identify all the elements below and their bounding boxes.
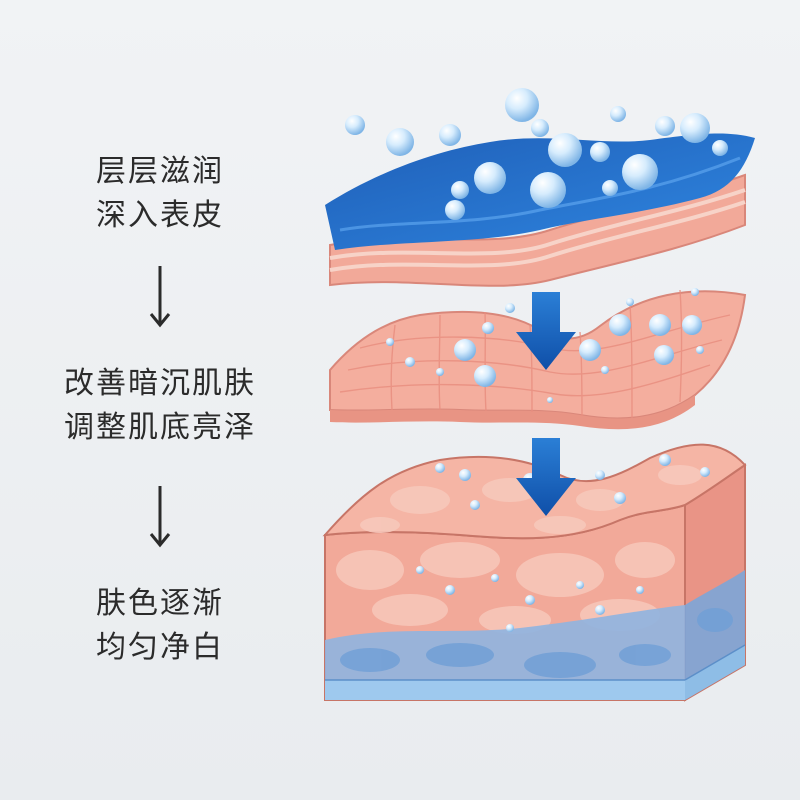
moisture-droplets-top	[345, 88, 728, 220]
moisture-droplets-middle	[386, 288, 704, 403]
step-even-tone: 肤色逐渐 均匀净白	[40, 582, 280, 670]
blue-arrow-down-icon	[516, 292, 576, 370]
arrow-down-icon	[149, 486, 171, 548]
step-moisturize-line2: 深入表皮	[96, 198, 224, 233]
arrow-down-icon	[149, 266, 171, 328]
step-moisturize-line1: 层层滋润	[96, 154, 224, 189]
step-brighten: 改善暗沉肌肤 调整肌底亮泽	[40, 362, 280, 450]
step-brighten-line2: 调整肌底亮泽	[64, 410, 256, 445]
blue-arrow-down-icon	[516, 438, 576, 516]
top-moisture-layer	[325, 133, 755, 287]
step-moisturize: 层层滋润 深入表皮	[40, 150, 280, 238]
skin-layers-illustration	[322, 88, 755, 702]
step-brighten-line1: 改善暗沉肌肤	[64, 366, 256, 401]
step-even-tone-line1: 肤色逐渐	[96, 586, 224, 621]
step-even-tone-line2: 均匀净白	[96, 630, 224, 665]
